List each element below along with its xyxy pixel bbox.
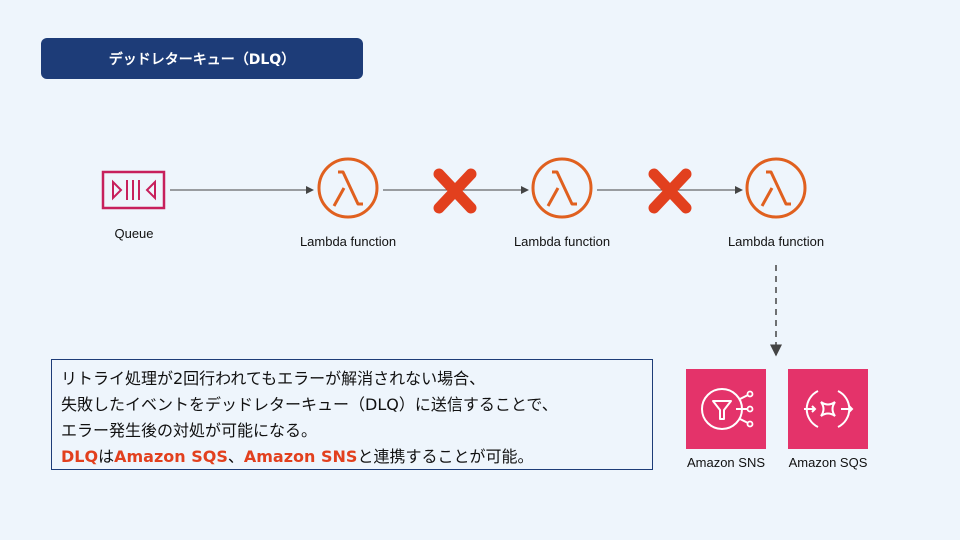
queue-icon [101, 170, 166, 210]
lambda-label: Lambda function [513, 234, 611, 249]
lambda-label: Lambda function [299, 234, 397, 249]
lambda-icon [745, 157, 807, 219]
sns-label: Amazon SNS [686, 455, 766, 470]
note-text: は [98, 447, 115, 466]
note-text: 、 [227, 447, 244, 466]
note-text: と連携することが可能。 [357, 447, 534, 466]
page-title: デッドレターキュー（DLQ） [41, 38, 363, 79]
highlight-dlq: DLQ [61, 447, 99, 466]
note-line: エラー発生後の対処が可能になる。 [61, 421, 318, 440]
sqs-label: Amazon SQS [788, 455, 868, 470]
x-mark-icon [433, 168, 477, 214]
note-line: 失敗したイベントをデッドレターキュー（DLQ）に送信することで、 [61, 395, 558, 414]
lambda-label: Lambda function [727, 234, 825, 249]
note-line: DLQはAmazon SQS、Amazon SNSと連携することが可能。 [61, 444, 652, 470]
sns-icon [686, 369, 766, 449]
lambda-icon [531, 157, 593, 219]
note-line: リトライ処理が2回行われてもエラーが解消されない場合、 [61, 369, 486, 388]
lambda-icon [317, 157, 379, 219]
x-mark-icon [648, 168, 692, 214]
queue-label: Queue [114, 226, 154, 241]
sqs-icon [788, 369, 868, 449]
highlight-sqs: Amazon SQS [114, 447, 228, 466]
highlight-sns: Amazon SNS [243, 447, 358, 466]
explanation-box: リトライ処理が2回行われてもエラーが解消されない場合、 失敗したイベントをデッド… [51, 359, 653, 470]
